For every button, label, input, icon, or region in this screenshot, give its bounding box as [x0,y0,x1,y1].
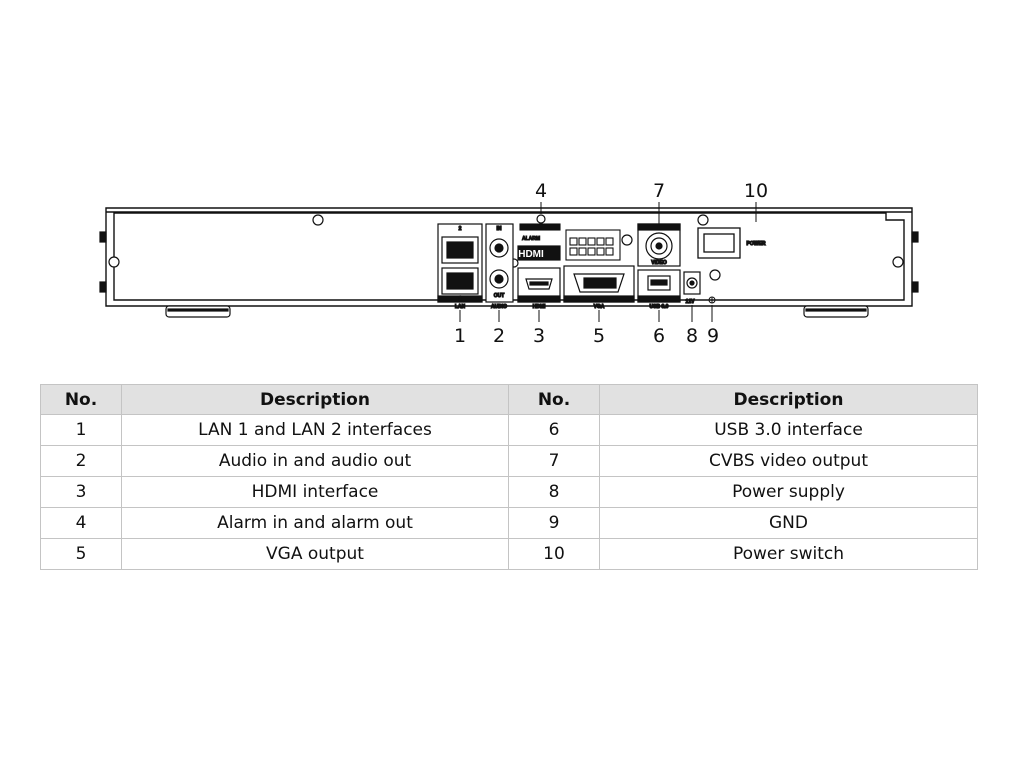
vga-port: VGA [563,265,635,311]
cell-description: Audio in and audio out [121,445,509,477]
callout-5: 5 [593,325,605,347]
table-row: 2 Audio in and audio out 7 CVBS video ou… [40,445,978,477]
screw-icon [709,269,721,281]
header-no-left: No. [40,384,122,415]
power-switch: POWER [697,227,766,259]
hdmi-logo: HDMI [518,249,544,260]
video-label: VIDEO [651,260,667,266]
cell-description: Alarm in and alarm out [121,507,509,539]
callout-2: 2 [493,325,505,347]
alarm-terminal: ALARM [519,223,621,261]
cell-description: GND [599,507,978,539]
header-description-left: Description [121,384,509,415]
header-description-right: Description [599,384,978,415]
audio-ports: IN OUT AUDIO [485,223,514,311]
cell-no: 3 [40,476,122,508]
port-description-table: No. Description No. Description 1 LAN 1 … [40,384,978,570]
screw-icon [892,256,904,268]
cell-no: 2 [40,445,122,477]
callout-1: 1 [454,325,466,347]
usb-label: USB 3.0 [650,304,669,310]
hdmi-port: HDMI HDMI [517,245,561,311]
audio-out-label: OUT [494,293,505,299]
cell-description: HDMI interface [121,476,509,508]
table-row: 1 LAN 1 and LAN 2 interfaces 6 USB 3.0 i… [40,414,978,446]
table-row: 5 VGA output 10 Power switch [40,538,978,570]
cell-no: 6 [508,414,600,446]
callout-7: 7 [653,180,665,202]
power-input-label: 12V [686,299,696,305]
screw-icon [697,214,709,226]
usb-port: USB 3.0 [637,269,681,311]
callout-10: 10 [744,180,768,202]
screw-icon [312,214,324,226]
screw-icon [621,234,633,246]
callout-numbers: 1 2 3 4 5 6 7 8 9 10 [454,180,768,347]
lan-ports: 2 1 LAN [437,223,483,311]
cell-description: Power supply [599,476,978,508]
cell-description: Power switch [599,538,978,570]
cell-description: CVBS video output [599,445,978,477]
video-bnc-port: VIDEO [637,223,681,267]
screw-icons [99,214,919,293]
callout-6: 6 [653,325,665,347]
cell-description: LAN 1 and LAN 2 interfaces [121,414,509,446]
callout-8: 8 [686,325,698,347]
power-switch-label: POWER [747,241,766,247]
table-header-row: No. Description No. Description [40,384,978,415]
table-row: 4 Alarm in and alarm out 9 GND [40,507,978,539]
feet [165,305,869,318]
callout-3: 3 [533,325,545,347]
cell-no: 10 [508,538,600,570]
cell-description: USB 3.0 interface [599,414,978,446]
callout-4: 4 [535,180,547,202]
lan-bottom-label: 1 [459,296,462,302]
hdmi-label: HDMI [533,304,546,310]
callout-leader-lines [459,202,757,322]
screw-icon [108,256,120,268]
cell-description: VGA output [121,538,509,570]
audio-label: AUDIO [491,304,507,310]
screw-icon [536,214,546,224]
cell-no: 1 [40,414,122,446]
cell-no: 4 [40,507,122,539]
alarm-label: ALARM [522,236,540,242]
lan-top-label: 2 [459,226,462,232]
header-no-right: No. [508,384,600,415]
table-row: 3 HDMI interface 8 Power supply [40,476,978,508]
cell-no: 8 [508,476,600,508]
device-rear-panel-diagram: 2 1 LAN IN OUT AUDIO ALARM HDMI [99,180,919,347]
cell-no: 5 [40,538,122,570]
power-input-port: 12V [683,271,701,306]
vga-label: VGA [594,304,605,310]
audio-in-label: IN [497,226,502,232]
callout-9: 9 [707,325,719,347]
cell-no: 7 [508,445,600,477]
cell-no: 9 [508,507,600,539]
ground-icon [708,296,716,304]
lan-label: LAN [455,304,466,310]
